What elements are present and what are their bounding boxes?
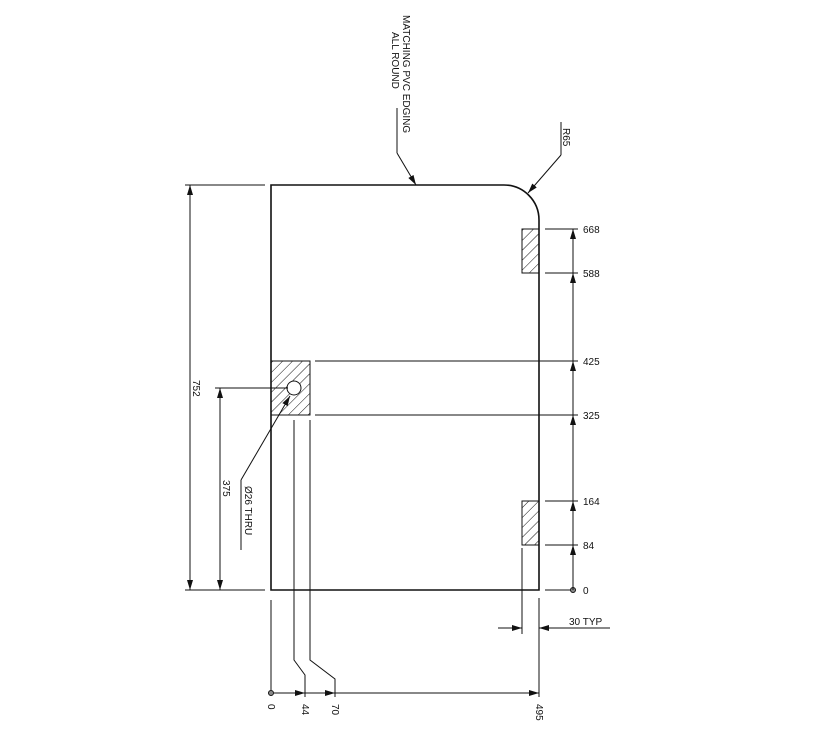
svg-text:MATCHING PVC EDGING: MATCHING PVC EDGING <box>400 15 411 133</box>
dim-325: 325 <box>583 411 600 422</box>
radius-note: R65 <box>527 122 571 194</box>
typ-dimension: 30 TYP <box>498 548 610 634</box>
dim-84: 84 <box>583 541 595 552</box>
dim-668: 668 <box>583 225 600 236</box>
right-dimensions: 668 588 425 325 164 84 0 <box>315 225 600 597</box>
svg-text:0: 0 <box>265 704 276 710</box>
edging-note: MATCHING PVC EDGING ALL ROUND <box>389 15 417 186</box>
panel-outline <box>270 184 540 591</box>
svg-text:Ø26 THRU: Ø26 THRU <box>242 486 253 535</box>
bottom-dimensions: 0 44 70 495 <box>265 420 544 721</box>
overall-height-dimension: 752 <box>185 184 265 591</box>
dim-0-vertical: 0 <box>583 586 589 597</box>
hole-height-dimension: 375 <box>215 387 288 590</box>
hole <box>286 380 302 396</box>
svg-text:R65: R65 <box>560 128 571 147</box>
svg-text:495: 495 <box>533 704 544 721</box>
svg-text:ALL ROUND: ALL ROUND <box>389 32 400 89</box>
hole-leader: Ø26 THRU <box>240 395 291 550</box>
hinge-cutout-bottom <box>521 500 540 546</box>
svg-text:752: 752 <box>190 380 201 397</box>
svg-text:375: 375 <box>220 480 231 497</box>
dim-425: 425 <box>583 357 600 368</box>
dim-164: 164 <box>583 497 600 508</box>
svg-text:44: 44 <box>299 704 310 716</box>
svg-text:30 TYP: 30 TYP <box>569 617 602 628</box>
dim-588: 588 <box>583 269 600 280</box>
hinge-cutout-top <box>521 228 540 274</box>
svg-text:70: 70 <box>329 704 340 716</box>
